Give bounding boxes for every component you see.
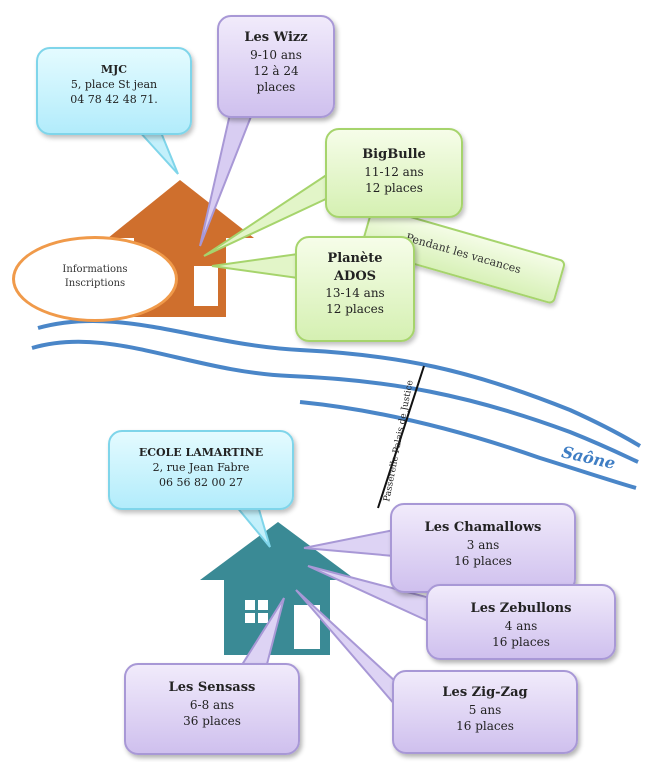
group-places: 16 places bbox=[454, 553, 512, 568]
group-name: Les Wizz bbox=[244, 30, 308, 45]
bridge-line bbox=[377, 365, 425, 509]
group-name-line2: ADOS bbox=[333, 268, 377, 284]
group-age: 9-10 ans bbox=[250, 47, 302, 62]
group-age: 4 ans bbox=[504, 618, 538, 633]
group-zigzag: Les Zig-Zag 5 ans 16 places bbox=[392, 670, 578, 754]
group-wizz: Les Wizz 9-10 ans 12 à 24 places bbox=[217, 15, 335, 118]
group-age: 3 ans bbox=[466, 537, 500, 552]
group-age: 5 ans bbox=[468, 702, 502, 717]
group-name: Les Chamallows bbox=[424, 520, 542, 535]
river-bank-top bbox=[37, 318, 642, 448]
group-name: Les Sensass bbox=[168, 680, 256, 695]
group-places: 12 places bbox=[365, 180, 423, 195]
river-bank-middle bbox=[31, 339, 639, 464]
group-zebullons: Les Zebullons 4 ans 16 places bbox=[426, 584, 616, 660]
mjc-address: 5, place St jean bbox=[70, 77, 158, 91]
group-bigbulle: BigBulle 11-12 ans 12 places bbox=[325, 128, 463, 218]
info-inscriptions-ellipse: Informations Inscriptions bbox=[12, 236, 178, 322]
ecole-callout: ECOLE LAMARTINE 2, rue Jean Fabre 06 56 … bbox=[108, 430, 294, 510]
info-line-1: Informations bbox=[62, 264, 128, 275]
ecole-phone: 06 56 82 00 27 bbox=[159, 475, 243, 489]
group-places: 16 places bbox=[456, 718, 514, 733]
group-name: BigBulle bbox=[362, 147, 426, 162]
group-age: 6-8 ans bbox=[189, 697, 235, 712]
group-planete-ados: Planète ADOS 13-14 ans 12 places bbox=[295, 236, 415, 342]
group-name: Planète bbox=[327, 251, 383, 266]
group-age: 13-14 ans bbox=[325, 286, 385, 301]
info-line-2: Inscriptions bbox=[64, 278, 126, 289]
group-places: 12 places bbox=[326, 302, 384, 317]
mjc-callout: MJC 5, place St jean 04 78 42 48 71. bbox=[36, 47, 192, 135]
group-sensass: Les Sensass 6-8 ans 36 places bbox=[124, 663, 300, 755]
mjc-phone: 04 78 42 48 71. bbox=[70, 92, 158, 106]
group-chamallows: Les Chamallows 3 ans 16 places bbox=[390, 503, 576, 593]
mjc-callout-tail bbox=[135, 129, 179, 175]
group-places: 36 places bbox=[183, 713, 241, 728]
ecole-address: 2, rue Jean Fabre bbox=[152, 460, 250, 474]
group-places-unit: places bbox=[256, 79, 296, 94]
river-bank-bottom bbox=[299, 400, 637, 490]
group-name: Les Zig-Zag bbox=[442, 685, 528, 700]
group-age: 11-12 ans bbox=[364, 164, 424, 179]
group-places: 12 à 24 bbox=[253, 63, 299, 78]
group-name: Les Zebullons bbox=[470, 601, 572, 616]
group-places: 16 places bbox=[492, 634, 550, 649]
ecole-title: ECOLE LAMARTINE bbox=[138, 446, 264, 459]
mjc-title: MJC bbox=[100, 63, 128, 76]
